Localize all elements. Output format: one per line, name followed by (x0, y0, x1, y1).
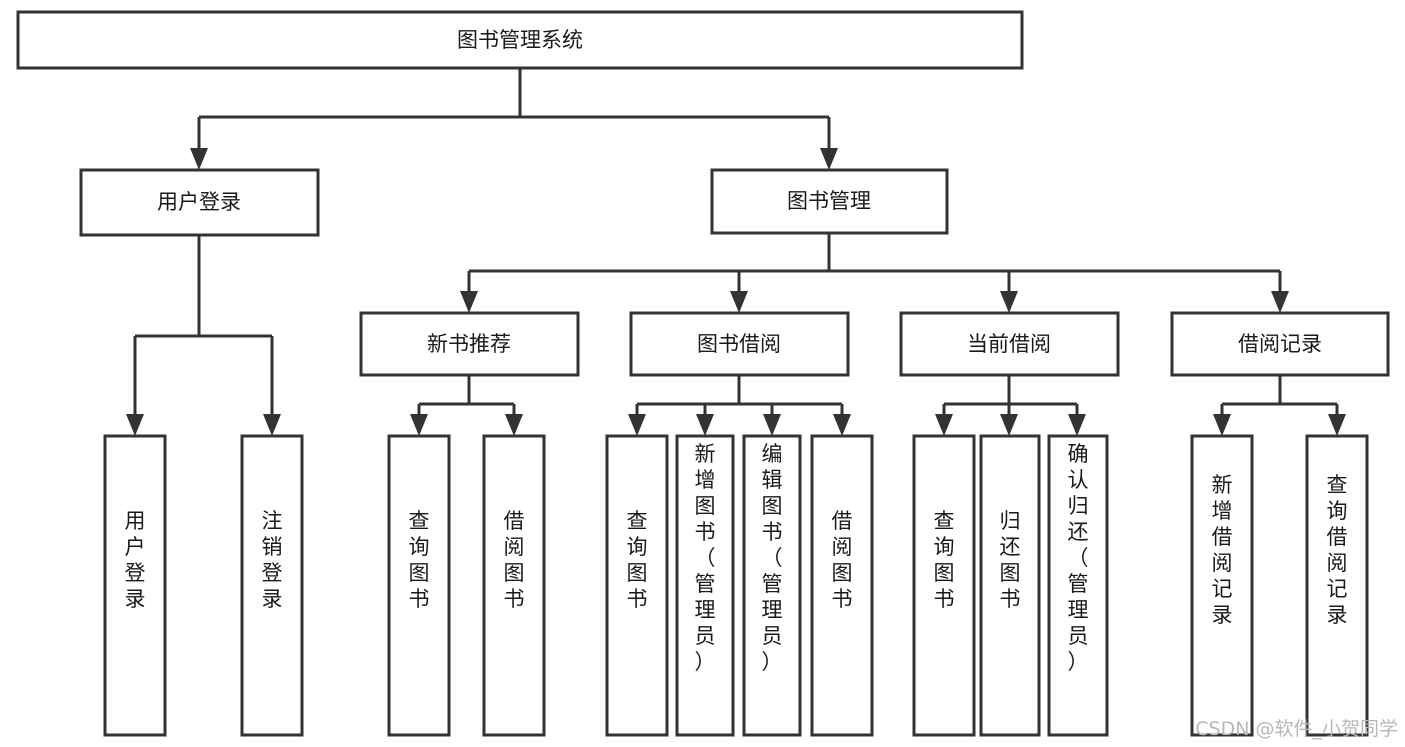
leaf-box (742, 434, 802, 737)
root-box (16, 10, 1024, 70)
leaf-new-book-recommend-0[interactable]: 查询图书 (387, 434, 451, 737)
leaf-box (1305, 434, 1369, 737)
leaf-label: 归还图书 (1000, 509, 1021, 611)
leaf-box (979, 434, 1041, 737)
leaf-box (912, 434, 976, 737)
leaf-borrow-record-0[interactable]: 新增借阅记录 (1190, 434, 1254, 737)
node-user-login[interactable]: 用户登录 (79, 168, 320, 237)
leaf-book-borrow-1[interactable]: 新增图书（管理员） (675, 434, 735, 737)
leaf-label: 编辑图书（管理员） (762, 442, 783, 674)
book-borrow-box (629, 311, 850, 377)
watermark: CSDN @软件_小贺同学 (1195, 718, 1398, 740)
arrow-new-book-leaf-0 (410, 414, 428, 436)
node-book-management[interactable]: 图书管理 (710, 168, 949, 235)
leaf-book-borrow-2[interactable]: 编辑图书（管理员） (742, 434, 802, 737)
node-book-borrow[interactable]: 图书借阅 (629, 311, 850, 377)
book-management-box (710, 168, 949, 235)
leaf-box (1047, 434, 1109, 737)
leaf-current-borrow-2[interactable]: 确认归还（管理员） (1047, 434, 1109, 737)
arrow-to-new-book-recommend (460, 291, 478, 313)
leaf-book-borrow-0[interactable]: 查询图书 (605, 434, 669, 737)
leaf-label: 确认归还（管理员） (1068, 442, 1089, 674)
leaf-new-book-recommend-1[interactable]: 借阅图书 (482, 434, 546, 737)
arrow-user-login-leaf-0 (126, 414, 144, 436)
connector-layer (126, 68, 1346, 436)
arrow-user-login-leaf-1 (263, 414, 281, 436)
arrow-to-book-manage (820, 148, 838, 170)
node-root-book-management-system[interactable]: 图书管理系统 (16, 10, 1024, 70)
root-label: 图书管理系统 (457, 28, 583, 52)
arrow-book-borrow-leaf-0 (628, 414, 646, 436)
new-book-recommend-label: 新书推荐 (427, 332, 511, 356)
book-borrow-label: 图书借阅 (697, 332, 781, 356)
leaf-box (387, 434, 451, 737)
arrow-to-user-login (190, 148, 208, 170)
book-management-label: 图书管理 (787, 189, 871, 213)
borrow-record-label: 借阅记录 (1238, 332, 1322, 356)
user-login-box (79, 168, 320, 237)
arrow-book-borrow-leaf-2 (763, 414, 781, 436)
arrow-current-borrow-leaf-0 (935, 414, 953, 436)
current-borrow-box (899, 311, 1120, 377)
leaf-label: 查询图书 (409, 509, 430, 611)
user-login-label: 用户登录 (157, 190, 241, 214)
borrow-record-box (1170, 311, 1390, 377)
arrow-borrow-record-leaf-1 (1328, 414, 1346, 436)
leaf-label: 查询借阅记录 (1327, 473, 1348, 627)
node-current-borrow[interactable]: 当前借阅 (899, 311, 1120, 377)
arrow-new-book-leaf-1 (505, 414, 523, 436)
leaf-label: 借阅图书 (504, 509, 525, 611)
leaf-box (810, 434, 874, 737)
leaf-label: 用户登录 (125, 509, 146, 611)
leaf-user-login-0[interactable]: 用户登录 (103, 434, 167, 737)
leaf-borrow-record-1[interactable]: 查询借阅记录 (1305, 434, 1369, 737)
leaf-label: 注销登录 (262, 509, 283, 611)
leaf-label: 新增图书（管理员） (695, 442, 716, 674)
arrow-to-book-borrow (730, 291, 748, 313)
arrow-book-borrow-leaf-3 (833, 414, 851, 436)
leaf-label: 借阅图书 (832, 509, 853, 611)
leaf-box (1190, 434, 1254, 737)
arrow-to-borrow-record (1271, 291, 1289, 313)
leaf-box (240, 434, 304, 737)
leaf-label: 新增借阅记录 (1212, 473, 1233, 627)
leaf-box (103, 434, 167, 737)
node-new-book-recommend[interactable]: 新书推荐 (359, 311, 580, 377)
arrow-to-current-borrow (1000, 291, 1018, 313)
leaf-user-login-1[interactable]: 注销登录 (240, 434, 304, 737)
current-borrow-label: 当前借阅 (967, 332, 1051, 356)
new-book-recommend-box (359, 311, 580, 377)
leaf-current-borrow-0[interactable]: 查询图书 (912, 434, 976, 737)
leaf-box (675, 434, 735, 737)
leaf-current-borrow-1[interactable]: 归还图书 (979, 434, 1041, 737)
leaf-label: 查询图书 (934, 509, 955, 611)
arrow-current-borrow-leaf-1 (1000, 414, 1018, 436)
arrow-book-borrow-leaf-1 (696, 414, 714, 436)
arrow-borrow-record-leaf-0 (1213, 414, 1231, 436)
leaf-book-borrow-3[interactable]: 借阅图书 (810, 434, 874, 737)
leaf-box (482, 434, 546, 737)
leaf-label: 查询图书 (627, 509, 648, 611)
arrow-current-borrow-leaf-2 (1068, 414, 1086, 436)
leaf-box (605, 434, 669, 737)
node-borrow-record[interactable]: 借阅记录 (1170, 311, 1390, 377)
